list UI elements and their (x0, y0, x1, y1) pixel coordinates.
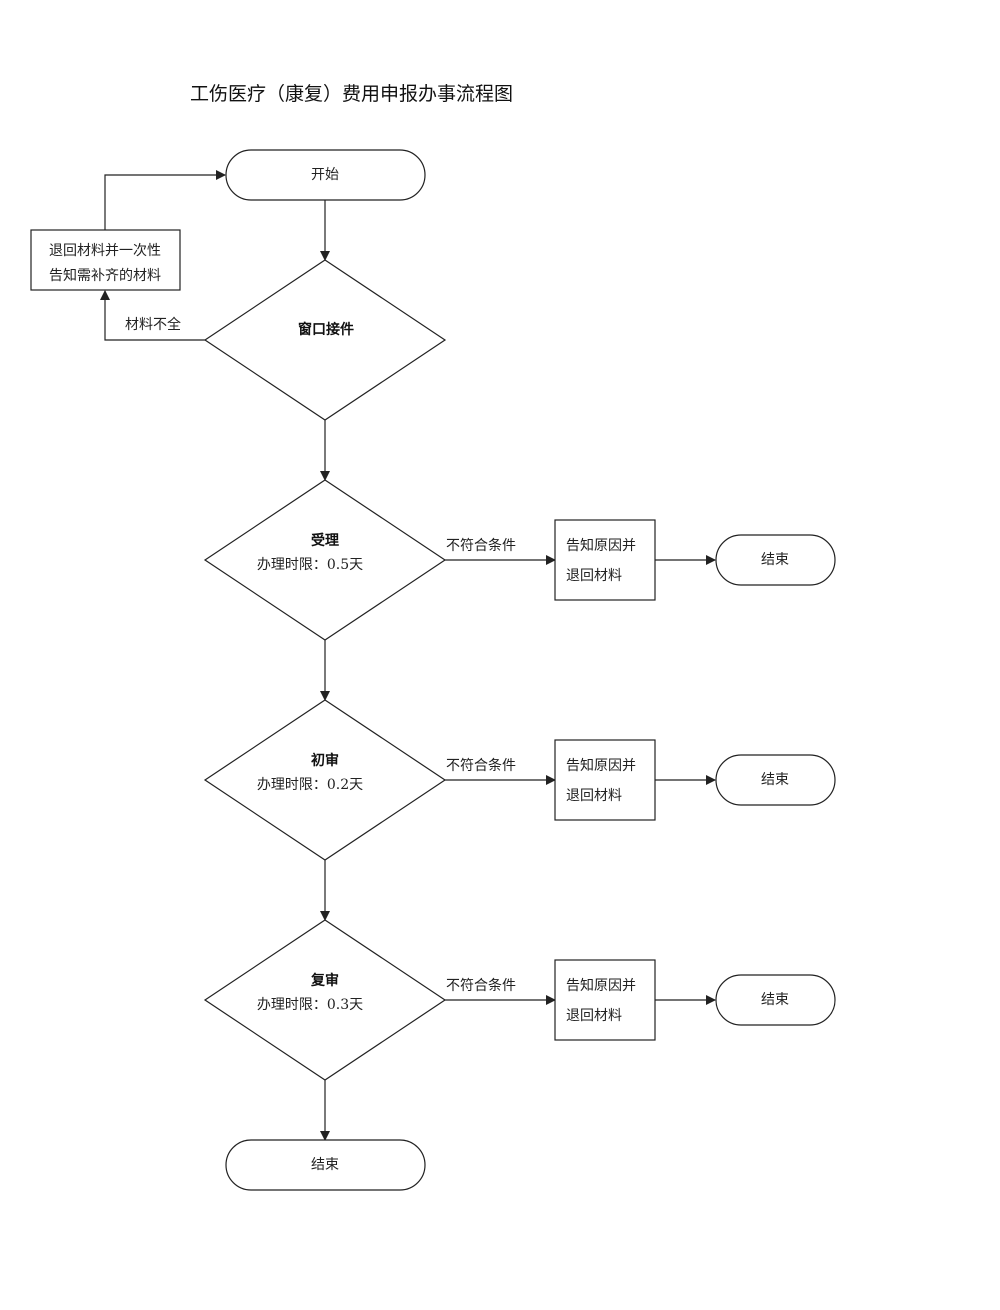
reject-box: 告知原因并 退回材料 (554, 519, 656, 601)
start-node: 开始 (225, 149, 426, 201)
return-box-line-1: 退回材料并一次性 (49, 243, 161, 259)
reject-box-line-2: 退回材料 (566, 1008, 622, 1024)
reject-box-line-1: 告知原因并 (566, 977, 636, 994)
return-box-line-2: 告知需补齐的材料 (49, 267, 161, 284)
step-time-limit: 办理时限：0.5天 (257, 557, 363, 573)
final-end-label: 结束 (311, 1157, 339, 1173)
window-intake-label: 窗口接件 (298, 321, 354, 338)
reject-label: 不符合条件 (446, 757, 516, 774)
end-label: 结束 (761, 772, 789, 788)
reject-box: 告知原因并 退回材料 (554, 959, 656, 1041)
incomplete-label: 材料不全 (125, 316, 181, 333)
reject-label: 不符合条件 (446, 977, 516, 994)
return-materials-node: 退回材料并一次性 告知需补齐的材料 (30, 229, 181, 291)
step-name: 初审 (311, 752, 339, 769)
step-time-limit: 办理时限：0.3天 (257, 997, 363, 1013)
step-name: 受理 (311, 532, 339, 549)
reject-box-line-1: 告知原因并 (566, 757, 636, 774)
start-label: 开始 (311, 167, 339, 183)
window-intake-node: 窗口接件 (203, 259, 447, 421)
end-node: 结束 (715, 534, 836, 586)
step-time-limit: 办理时限：0.2天 (257, 777, 363, 793)
step-name: 复审 (310, 972, 339, 989)
end-label: 结束 (761, 552, 789, 568)
reject-box-line-1: 告知原因并 (566, 537, 636, 554)
step-accept: 受理 办理时限：0.5天 (203, 479, 447, 641)
reject-box: 告知原因并 退回材料 (554, 739, 656, 821)
page-title: 工伤医疗（康复）费用申报办事流程图 (190, 83, 513, 105)
reject-box-line-2: 退回材料 (566, 568, 622, 584)
end-node: 结束 (715, 754, 836, 806)
arrow-return-to-start (104, 170, 226, 230)
final-end-node: 结束 (225, 1139, 426, 1191)
arrow-incomplete-to-return (100, 290, 205, 341)
reject-box-line-2: 退回材料 (566, 788, 622, 804)
step-final-review: 复审 办理时限：0.3天 (203, 919, 447, 1081)
reject-label: 不符合条件 (446, 537, 516, 554)
step-initial-review: 初审 办理时限：0.2天 (203, 699, 447, 861)
end-label: 结束 (761, 992, 789, 1008)
end-node: 结束 (715, 974, 836, 1026)
